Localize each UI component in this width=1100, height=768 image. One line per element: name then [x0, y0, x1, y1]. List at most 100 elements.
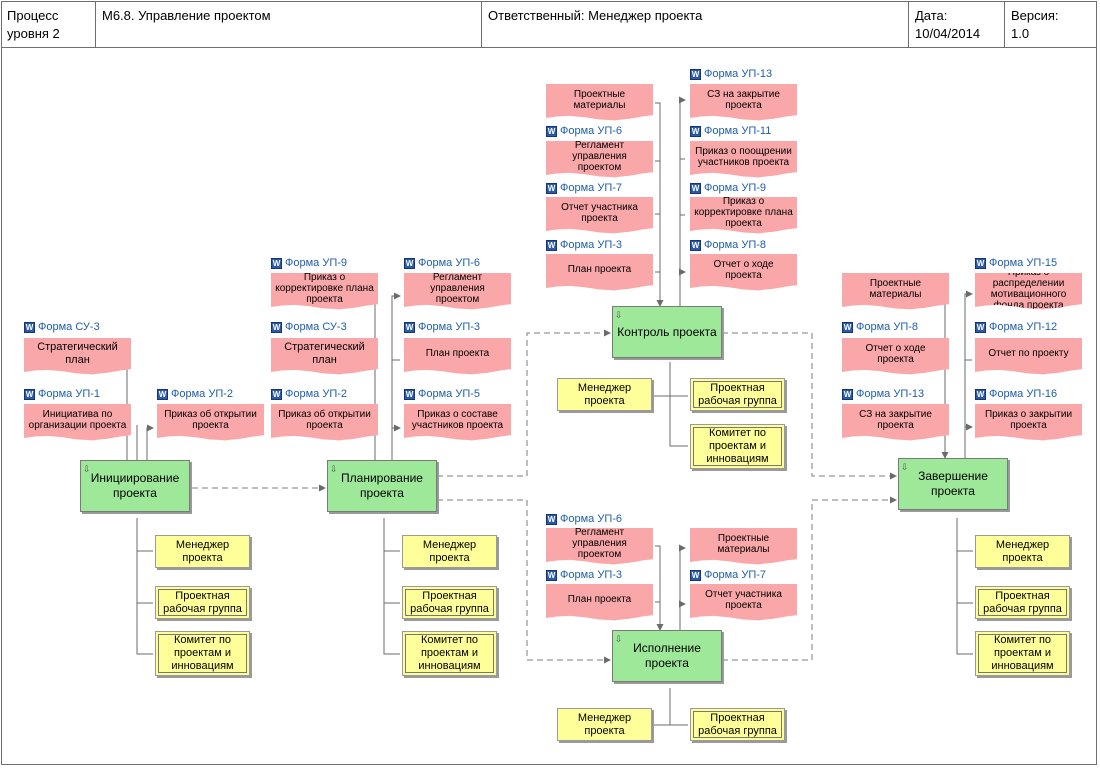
role-manager[interactable]: Менеджер проекта — [557, 378, 652, 411]
process-completion[interactable]: ⇩ Завершение проекта — [898, 458, 1008, 510]
document-label: Регламент управления проектом — [572, 140, 627, 173]
role-committee[interactable]: Комитет по проектам и инновациям — [975, 631, 1070, 676]
document-closing-memo[interactable]: СЗ на закрытие проекта — [842, 404, 949, 441]
document-reward-order[interactable]: Приказ о поощрении участников проекта — [690, 141, 797, 178]
header-date: Дата: 10/04/2014 — [909, 1, 1005, 47]
process-planning[interactable]: ⇩ Планирование проекта — [327, 460, 437, 512]
document-label: План проекта — [425, 348, 490, 359]
document-motivation-fund-order[interactable]: Приказ о распределении мотивационного фо… — [975, 273, 1082, 310]
link-exec-roles — [654, 688, 688, 726]
role-team[interactable]: Проектная рабочая группа — [975, 586, 1070, 619]
word-doc-icon: W — [24, 388, 35, 400]
document-participants-order[interactable]: Приказ о составе участников проекта — [404, 404, 511, 441]
document-plan-correction-order[interactable]: Приказ о корректировке плана проекта — [271, 273, 378, 310]
document-project-plan[interactable]: План проекта — [546, 254, 653, 291]
role-team[interactable]: Проектная рабочая группа — [690, 708, 785, 741]
document-project-materials[interactable]: Проектные материалы — [546, 84, 653, 121]
process-initiation[interactable]: ⇩ Инициирование проекта — [80, 460, 190, 512]
document-project-opening-order[interactable]: Приказ об открытии проекта — [271, 404, 378, 441]
role-committee[interactable]: Комитет по проектам и инновациям — [402, 631, 497, 676]
document-project-materials[interactable]: Проектные материалы — [690, 528, 797, 565]
document-project-plan[interactable]: План проекта — [404, 338, 511, 375]
word-doc-icon: W — [271, 388, 282, 400]
document-progress-report[interactable]: Отчет о ходе проекта — [842, 338, 949, 375]
role-committee[interactable]: Комитет по проектам и инновациям — [690, 424, 785, 469]
document-progress-report[interactable]: Отчет о ходе проекта — [690, 254, 797, 291]
document-participant-report[interactable]: Отчет участника проекта — [690, 584, 797, 621]
document-label: Приказ об открытии проекта — [164, 408, 257, 431]
role-manager[interactable]: Менеджер проекта — [975, 535, 1070, 568]
word-doc-icon: W — [690, 125, 701, 137]
document-project-opening-order[interactable]: Приказ об открытии проекта — [157, 404, 264, 441]
role-manager[interactable]: Менеджер проекта — [402, 535, 497, 568]
role-team[interactable]: Проектная рабочая группа — [402, 586, 497, 619]
form-link-label: Форма УП-7 — [560, 182, 623, 194]
document-management-regulation[interactable]: Регламент управления проектом — [546, 528, 653, 565]
role-committee[interactable]: Комитет по проектам и инновациям — [155, 631, 250, 676]
header-responsible: Ответственный: Менеджер проекта — [482, 1, 909, 47]
document-management-regulation[interactable]: Регламент управления проектом — [404, 273, 511, 310]
word-doc-icon: W — [546, 239, 557, 251]
document-plan-correction-order[interactable]: Приказ о корректировке плана проекта — [690, 197, 797, 234]
role-team[interactable]: Проектная рабочая группа — [155, 586, 250, 619]
document-strategic-plan[interactable]: Стратегический план — [24, 338, 131, 375]
role-team[interactable]: Проектная рабочая группа — [690, 378, 785, 411]
word-doc-icon: W — [157, 388, 168, 400]
form-link-label: Форма УП-8 — [856, 321, 919, 333]
role-manager[interactable]: Менеджер проекта — [557, 708, 652, 741]
document-label: План проекта — [567, 594, 632, 605]
document-strategic-plan[interactable]: Стратегический план — [271, 338, 378, 375]
document-label: Приказ о поощрении участников проекта — [695, 145, 792, 168]
link-ctrl-out1 — [679, 96, 686, 306]
document-project-materials[interactable]: Проектные материалы — [842, 273, 949, 310]
flow-plan-to-control — [437, 329, 611, 477]
link-close-out-branches — [965, 359, 972, 427]
document-project-report[interactable]: Отчет по проекту — [975, 338, 1082, 375]
document-participant-report[interactable]: Отчет участника проекта — [546, 197, 653, 234]
form-link-label: Форма СУ-3 — [38, 321, 100, 333]
word-doc-icon: W — [546, 182, 557, 194]
process-control-label: Контроль проекта — [617, 324, 717, 339]
header-date-label: Дата: — [915, 8, 948, 23]
word-doc-icon: W — [842, 321, 853, 333]
role-manager[interactable]: Менеджер проекта — [155, 535, 250, 568]
process-execution[interactable]: ⇩ Исполнение проекта — [612, 630, 722, 682]
document-closing-memo[interactable]: СЗ на закрытие проекта — [690, 84, 797, 121]
document-management-regulation[interactable]: Регламент управления проектом — [546, 141, 653, 178]
document-label: Приказ о составе участников проекта — [411, 408, 504, 431]
link-close-role-branches — [957, 550, 973, 604]
document-project-closing-order[interactable]: Приказ о закрытии проекта — [975, 404, 1082, 441]
document-project-plan[interactable]: План проекта — [546, 584, 653, 621]
document-project-initiative[interactable]: Инициатива по организации проекта — [24, 404, 131, 441]
header-process-line2: уровня 2 — [7, 26, 60, 41]
process-control[interactable]: ⇩ Контроль проекта — [612, 306, 722, 358]
form-link-label: Форма УП-2 — [171, 388, 234, 400]
word-doc-icon: W — [24, 321, 35, 333]
form-link-label: Форма УП-8 — [704, 239, 767, 251]
form-link-label: Форма УП-12 — [989, 321, 1058, 333]
